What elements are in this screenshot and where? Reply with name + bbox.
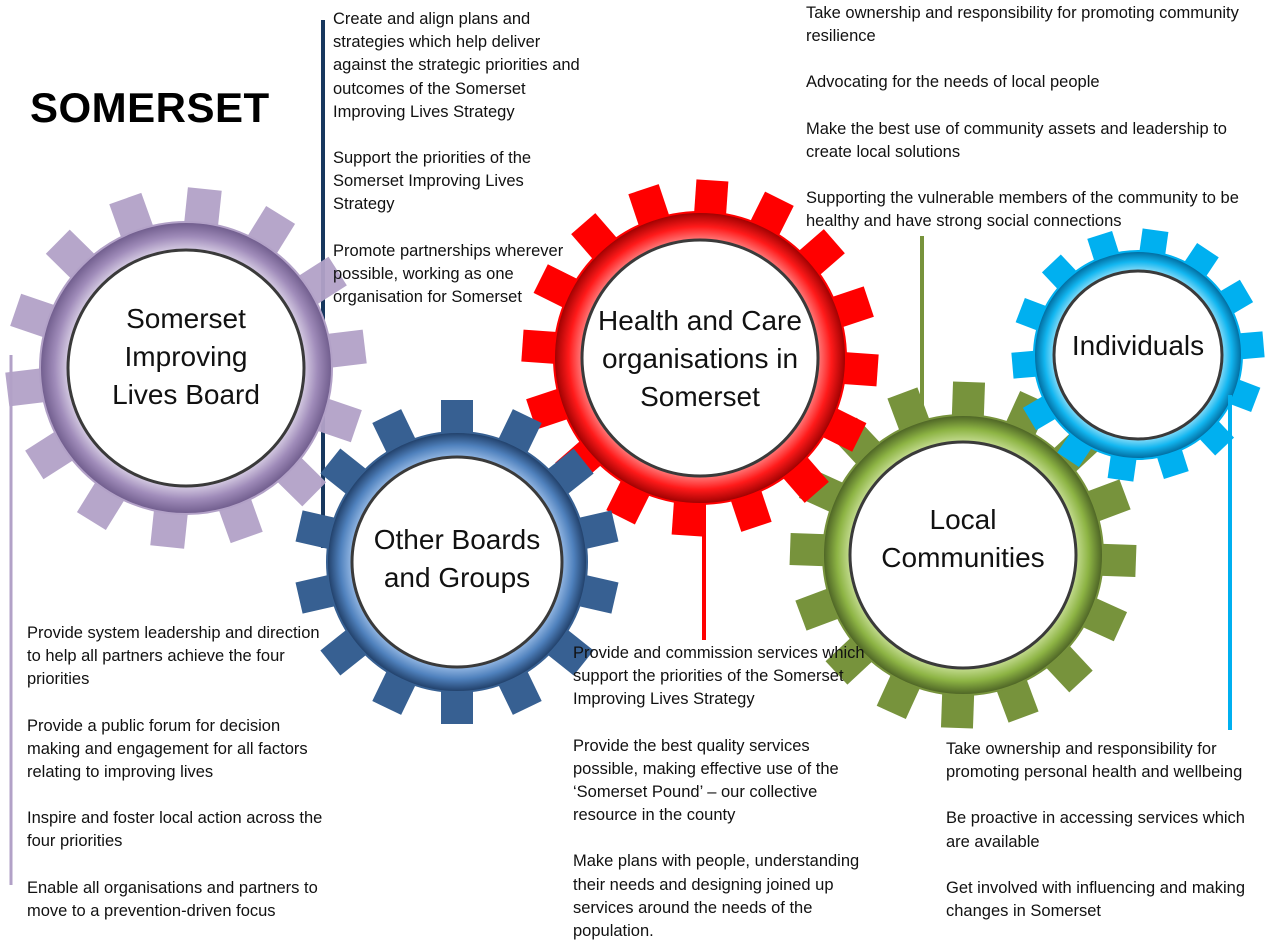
responsibility-item: Supporting the vulnerable members of the…	[806, 189, 1239, 231]
local-communities-text: Take ownership and responsibility for pr…	[806, 2, 1246, 233]
board-gear-label: Somerset Improving Lives Board	[86, 300, 286, 414]
other-boards-gear	[295, 400, 619, 724]
responsibility-item: Inspire and foster local action across t…	[27, 809, 323, 851]
responsibility-item: Get involved with influencing and making…	[946, 878, 1246, 921]
local-communities-gear	[789, 381, 1137, 729]
gear-hub	[66, 248, 306, 488]
health-care-gear	[521, 179, 879, 537]
individuals-gear-label: Individuals	[1058, 327, 1218, 365]
responsibility-item: Create and align plans and strategies wh…	[333, 10, 580, 121]
label-line: Individuals	[1071, 330, 1205, 361]
label-line: Other Boards	[373, 524, 541, 555]
label-line: Somerset	[126, 303, 246, 334]
responsibility-item: Take ownership and responsibility for pr…	[806, 4, 1239, 46]
responsibility-item: Provide and commission services which su…	[573, 644, 865, 709]
responsibility-item: Provide the best quality services possib…	[573, 736, 839, 825]
label-line: and Groups	[383, 562, 531, 593]
board-text: Provide system leadership and direction …	[27, 622, 327, 923]
responsibility-item: Support the priorities of the Somerset I…	[333, 149, 532, 214]
gear-hub	[350, 455, 564, 669]
label-line: Somerset	[640, 381, 760, 412]
health-care-text: Provide and commission services which su…	[573, 642, 865, 943]
gear-hub	[1052, 269, 1224, 441]
label-line: Improving	[124, 341, 248, 372]
label-line: Health and Care	[598, 305, 802, 336]
page-title: SOMERSET	[30, 84, 270, 131]
responsibility-item: Provide system leadership and direction …	[27, 624, 320, 689]
other-boards-gear-label: Other Boards and Groups	[352, 521, 562, 597]
responsibility-item: Enable all organisations and partners to…	[27, 878, 318, 920]
label-line: Lives Board	[112, 379, 260, 410]
board-gear	[5, 187, 367, 549]
responsibility-item: Promote partnerships wherever possible, …	[333, 241, 564, 307]
responsibility-item: Be proactive in accessing services which…	[946, 809, 1245, 851]
other-boards-text: Create and align plans and strategies wh…	[333, 8, 588, 309]
label-line: organisations in	[601, 343, 799, 374]
local-communities-gear-label: Local Communities	[853, 501, 1073, 577]
responsibility-item: Advocating for the needs of local people	[806, 73, 1100, 92]
responsibility-item: Make the best use of community assets an…	[806, 119, 1227, 161]
responsibility-item: Make plans with people, understanding th…	[573, 852, 860, 941]
responsibility-item: Take ownership and responsibility for pr…	[946, 740, 1243, 782]
gear-hub	[848, 440, 1078, 670]
individuals-gear	[1011, 228, 1265, 482]
label-line: Local	[929, 504, 997, 535]
health-care-gear-label: Health and Care organisations in Somerse…	[580, 302, 820, 416]
responsibility-item: Provide a public forum for decision maki…	[27, 716, 308, 782]
gear-hub	[580, 238, 820, 478]
label-line: Communities	[881, 542, 1045, 573]
individuals-text: Take ownership and responsibility for pr…	[946, 738, 1251, 923]
